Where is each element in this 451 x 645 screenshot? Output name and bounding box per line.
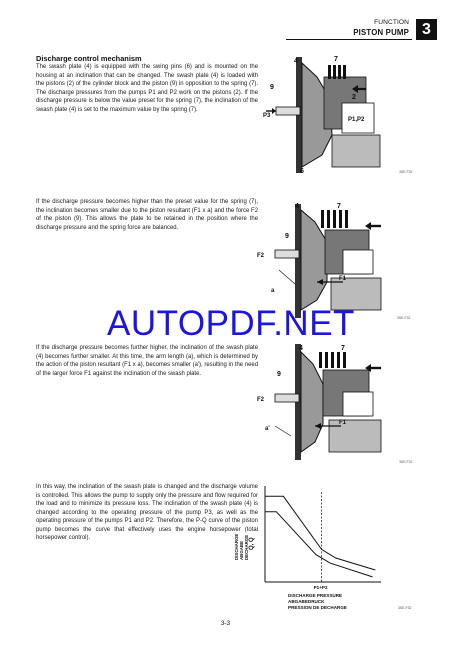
figure3-code: 3SE-F32	[399, 460, 413, 464]
piston-9	[275, 106, 301, 116]
figure1-label-9: 9	[270, 84, 274, 91]
figure3-label-4: 4	[299, 345, 303, 352]
header-rule	[286, 39, 412, 40]
paragraph-4: In this way, the inclination of the swas…	[36, 484, 258, 542]
figure2-label-f1: F1	[339, 276, 347, 282]
figure1-label-p3: P3	[263, 113, 271, 119]
figure1-code: 3SE-F32	[399, 170, 413, 174]
arm-line-a	[278, 269, 296, 285]
watermark: AUTOPDF.NET	[107, 304, 355, 343]
figure1-label-p1p2: P1,P2	[348, 117, 365, 123]
swash-plate-figure-2: 4 7 9 F2 a F1	[257, 203, 382, 318]
figure1-label-2: 2	[352, 94, 356, 101]
figure3-label-f1: F1	[339, 420, 347, 426]
arm-line-a-prime	[274, 425, 292, 437]
swash-plate-figure-3: 4 7 9 F2 a' F1	[257, 344, 382, 460]
paragraph-3: If the discharge pressure becomes furthe…	[36, 345, 258, 377]
page-number: 3-3	[220, 620, 231, 627]
piston-chamber	[341, 102, 375, 134]
swash-plate-figure-1: 9 4 7 2 P3 P1,P2 6	[263, 56, 381, 175]
chart-x-label-3: PRESSION DE DECHARGE	[288, 605, 347, 610]
figure2-label-4: 4	[295, 203, 299, 210]
chart-code: 3SE-F32	[398, 606, 412, 610]
figure3-label-a-prime: a'	[265, 426, 270, 432]
chapter-badge: 3	[416, 19, 437, 40]
chart-x-tick-label: P1+P2	[314, 585, 328, 590]
chart-series-line-1	[265, 495, 376, 571]
figure3-label-7: 7	[341, 345, 345, 352]
spring-coils	[328, 65, 346, 79]
chart-y-label: DISCHARGE ABGABE DECHARGE Q, Q	[234, 500, 256, 560]
figure2-label-a: a	[271, 288, 275, 294]
chart-x-label-1: DISCHARGE PRESSURE	[288, 593, 343, 598]
paragraph-2: If the discharge pressure becomes higher…	[36, 199, 258, 231]
figure2-code: 3SE-F32	[397, 316, 411, 320]
pq-curve-chart: P1+P2	[264, 486, 381, 590]
header-section: FUNCTION	[374, 19, 409, 26]
figure3-label-9: 9	[277, 371, 281, 378]
figure1-label-6: 6	[300, 168, 304, 175]
paragraph-1: The swash plate (4) is equipped with the…	[36, 64, 258, 113]
figure3-label-f2: F2	[257, 397, 265, 403]
section-heading: Discharge control mechanism	[36, 54, 142, 63]
figure2-label-7: 7	[337, 203, 341, 210]
figure1-label-4: 4	[294, 58, 298, 65]
figure2-label-f2: F2	[257, 253, 265, 259]
pump-body	[331, 134, 381, 168]
figure1-label-7: 7	[334, 56, 338, 63]
figure2-label-9: 9	[285, 233, 289, 240]
chart-x-label-2: ABGABEDRUCK	[288, 599, 325, 604]
header-title: PISTON PUMP	[353, 28, 409, 37]
chart-series-line-2	[265, 511, 373, 578]
